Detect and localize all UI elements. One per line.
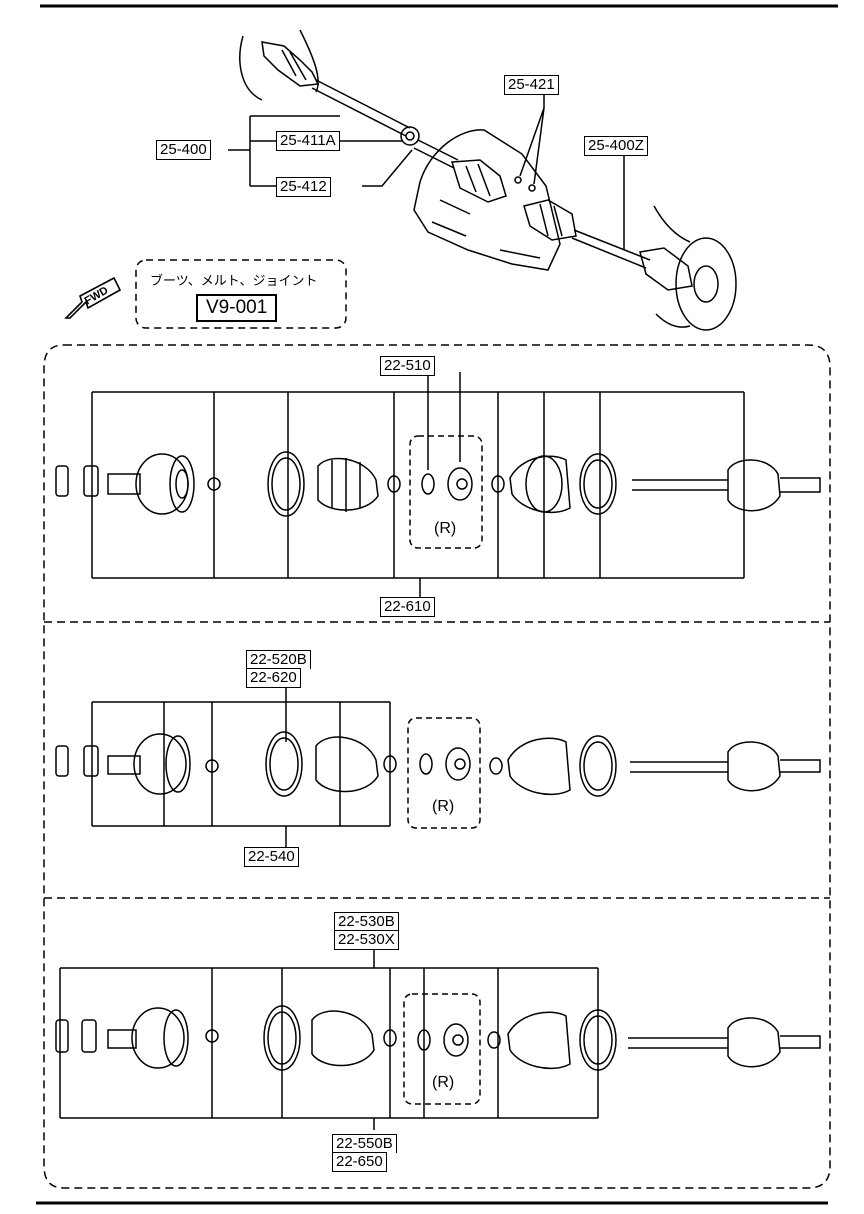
- section-1-r-mark: (R): [434, 520, 457, 537]
- callout-25-400z: 25-400Z: [584, 136, 648, 156]
- callout-22-530b: 22-530B: [334, 912, 399, 931]
- section-3-r-mark: (R): [432, 1074, 455, 1091]
- callout-22-650: 22-650: [332, 1152, 387, 1172]
- section-3-brackets: [59, 950, 599, 1130]
- reference-code: V9-001: [196, 294, 278, 322]
- reference-box: [135, 259, 347, 329]
- section-1-r-box: [409, 435, 483, 549]
- callout-25-400: 25-400: [156, 140, 211, 160]
- fwd-arrow-icon: [64, 276, 122, 319]
- callout-22-530x: 22-530X: [334, 930, 399, 950]
- reference-caption: ブーツ、メルト、ジョイント: [150, 274, 318, 289]
- callout-22-610: 22-610: [380, 597, 435, 617]
- section-3-r-box: [403, 993, 481, 1105]
- section-2-parts: [55, 731, 821, 797]
- section-2-r-mark: (R): [432, 798, 455, 815]
- vehicle-assembly-illustration: [228, 29, 737, 331]
- callout-25-412: 25-412: [276, 177, 331, 197]
- callout-22-510: 22-510: [380, 356, 435, 376]
- section-1-brackets: [91, 372, 745, 598]
- section-3-parts: [55, 1005, 821, 1071]
- section-1-parts: [55, 451, 821, 517]
- section-2-r-box: [407, 717, 481, 829]
- callout-22-620: 22-620: [246, 668, 301, 688]
- callout-25-421: 25-421: [504, 75, 559, 95]
- callout-22-550b: 22-550B: [332, 1134, 397, 1153]
- callout-22-520b: 22-520B: [246, 650, 311, 669]
- variants-frame: [43, 344, 831, 1189]
- section-2-brackets: [91, 688, 391, 848]
- callout-25-411a: 25-411A: [276, 131, 340, 151]
- callout-22-540: 22-540: [244, 847, 299, 867]
